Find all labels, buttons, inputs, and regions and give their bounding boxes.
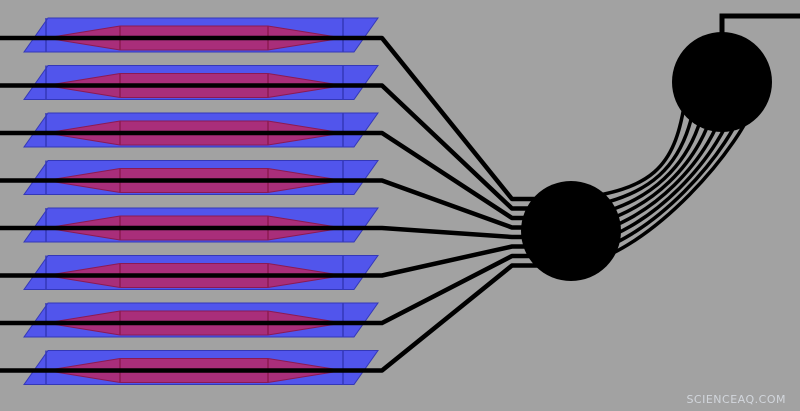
- waveguide-array: [23, 17, 379, 385]
- output-fiber: [0, 35, 540, 202]
- watermark: SCIENCEAQ.COM: [686, 393, 786, 406]
- output-fiber: [0, 83, 540, 211]
- combiner-node: [521, 181, 621, 281]
- fiber-fan-in: [0, 35, 540, 373]
- output-fiber: [719, 13, 800, 34]
- output-node: [672, 32, 772, 132]
- output-fiber: [0, 253, 540, 326]
- output-fiber: [0, 263, 540, 373]
